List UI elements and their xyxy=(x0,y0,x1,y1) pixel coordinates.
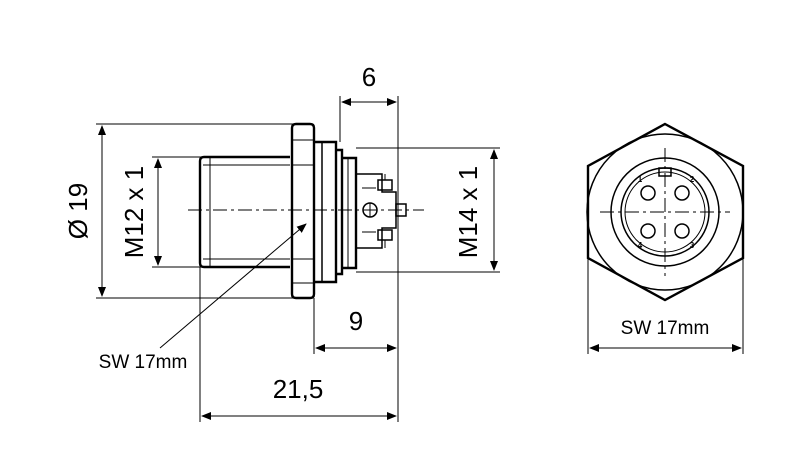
pin-contact-3 xyxy=(674,223,690,239)
coding-key xyxy=(658,167,672,177)
pin-label-3: 3 xyxy=(690,241,695,250)
dimension-total-length: 21,5 xyxy=(199,267,399,422)
leader-line xyxy=(159,223,307,349)
callout-side-wrench: SW 17mm xyxy=(99,223,307,373)
dim-back-length-label: 9 xyxy=(349,306,363,336)
side-wrench-label: SW 17mm xyxy=(99,352,188,373)
terminal-bottom xyxy=(377,229,393,241)
dimension-top-width: 6 xyxy=(339,62,399,278)
dim-top-width-label: 6 xyxy=(362,62,376,92)
center-tab xyxy=(395,203,407,217)
pcb-carrier xyxy=(356,173,397,249)
front-view: 1 2 3 4 xyxy=(586,122,745,302)
dim-right-thread-label: M14 x 1 xyxy=(453,166,483,259)
dim-total-length-label: 21,5 xyxy=(273,374,324,404)
pin-label-1: 1 xyxy=(638,175,643,184)
pin-contact-1 xyxy=(640,185,656,201)
terminal-top xyxy=(377,179,393,191)
pin-label-4: 4 xyxy=(638,241,643,250)
hex-nut xyxy=(290,122,316,300)
seal-step xyxy=(336,148,344,276)
dimension-right-thread: M14 x 1 xyxy=(356,147,500,273)
outer-circle xyxy=(586,133,744,291)
pin-contact-2 xyxy=(674,185,690,201)
dimension-outer-diameter: Ø 19 xyxy=(63,123,296,299)
dimension-front-wrench: SW 17mm xyxy=(587,258,744,354)
rear-housing xyxy=(342,156,358,270)
pin-label-2: 2 xyxy=(690,175,695,184)
hex-outline xyxy=(586,122,745,302)
dim-outer-diameter-label: Ø 19 xyxy=(63,183,93,239)
front-wrench-label: SW 17mm xyxy=(621,318,710,339)
dim-left-thread-label: M12 x 1 xyxy=(119,166,149,259)
dimension-back-length: 9 xyxy=(313,278,399,354)
thread-body xyxy=(198,155,290,269)
pin-contact-4 xyxy=(640,223,656,239)
side-view xyxy=(188,122,424,300)
flange xyxy=(314,140,338,284)
dimension-left-thread: M12 x 1 xyxy=(119,156,202,268)
